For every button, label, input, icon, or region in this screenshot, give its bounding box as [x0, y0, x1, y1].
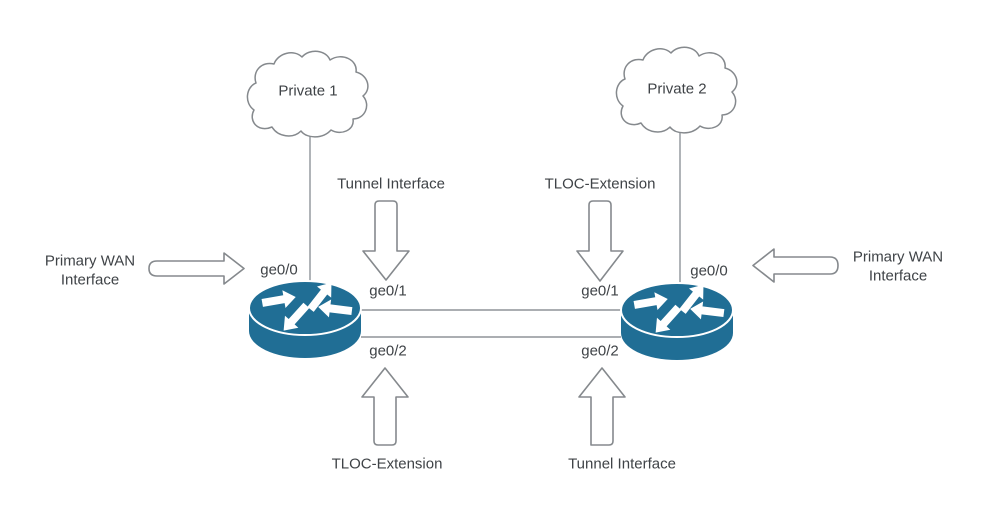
router-left-icon [248, 277, 362, 358]
down-arrow-tunnel-left-icon [362, 200, 410, 281]
iface-label-right-ge01: ge0/1 [581, 282, 619, 300]
down-arrow-tloc-right-icon [576, 200, 624, 282]
iface-label-left-ge02: ge0/2 [369, 342, 407, 360]
cloud-label-private-1: Private 1 [278, 82, 338, 100]
iface-label-right-ge00: ge0/0 [690, 262, 728, 280]
left-arrow-wan-right-icon [752, 248, 839, 283]
flow-label-tunnel-interface-bottom: Tunnel Interface [568, 455, 676, 473]
up-arrow-tunnel-right-icon [578, 367, 626, 446]
iface-label-left-ge00: ge0/0 [260, 261, 298, 279]
iface-label-left-ge01: ge0/1 [369, 282, 407, 300]
up-arrow-tloc-left-icon [361, 367, 409, 446]
router-right-icon [620, 279, 734, 360]
right-arrow-wan-left-icon [148, 252, 245, 285]
wan-label-left: Primary WAN Interface [44, 252, 136, 288]
flow-label-tloc-extension-top: TLOC-Extension [544, 175, 656, 193]
wan-label-right: Primary WAN Interface [852, 248, 944, 284]
iface-label-right-ge02: ge0/2 [581, 342, 619, 360]
flow-label-tunnel-interface-top: Tunnel Interface [337, 175, 445, 193]
cloud-label-private-2: Private 2 [647, 80, 707, 98]
flow-label-tloc-extension-bottom: TLOC-Extension [331, 455, 443, 473]
